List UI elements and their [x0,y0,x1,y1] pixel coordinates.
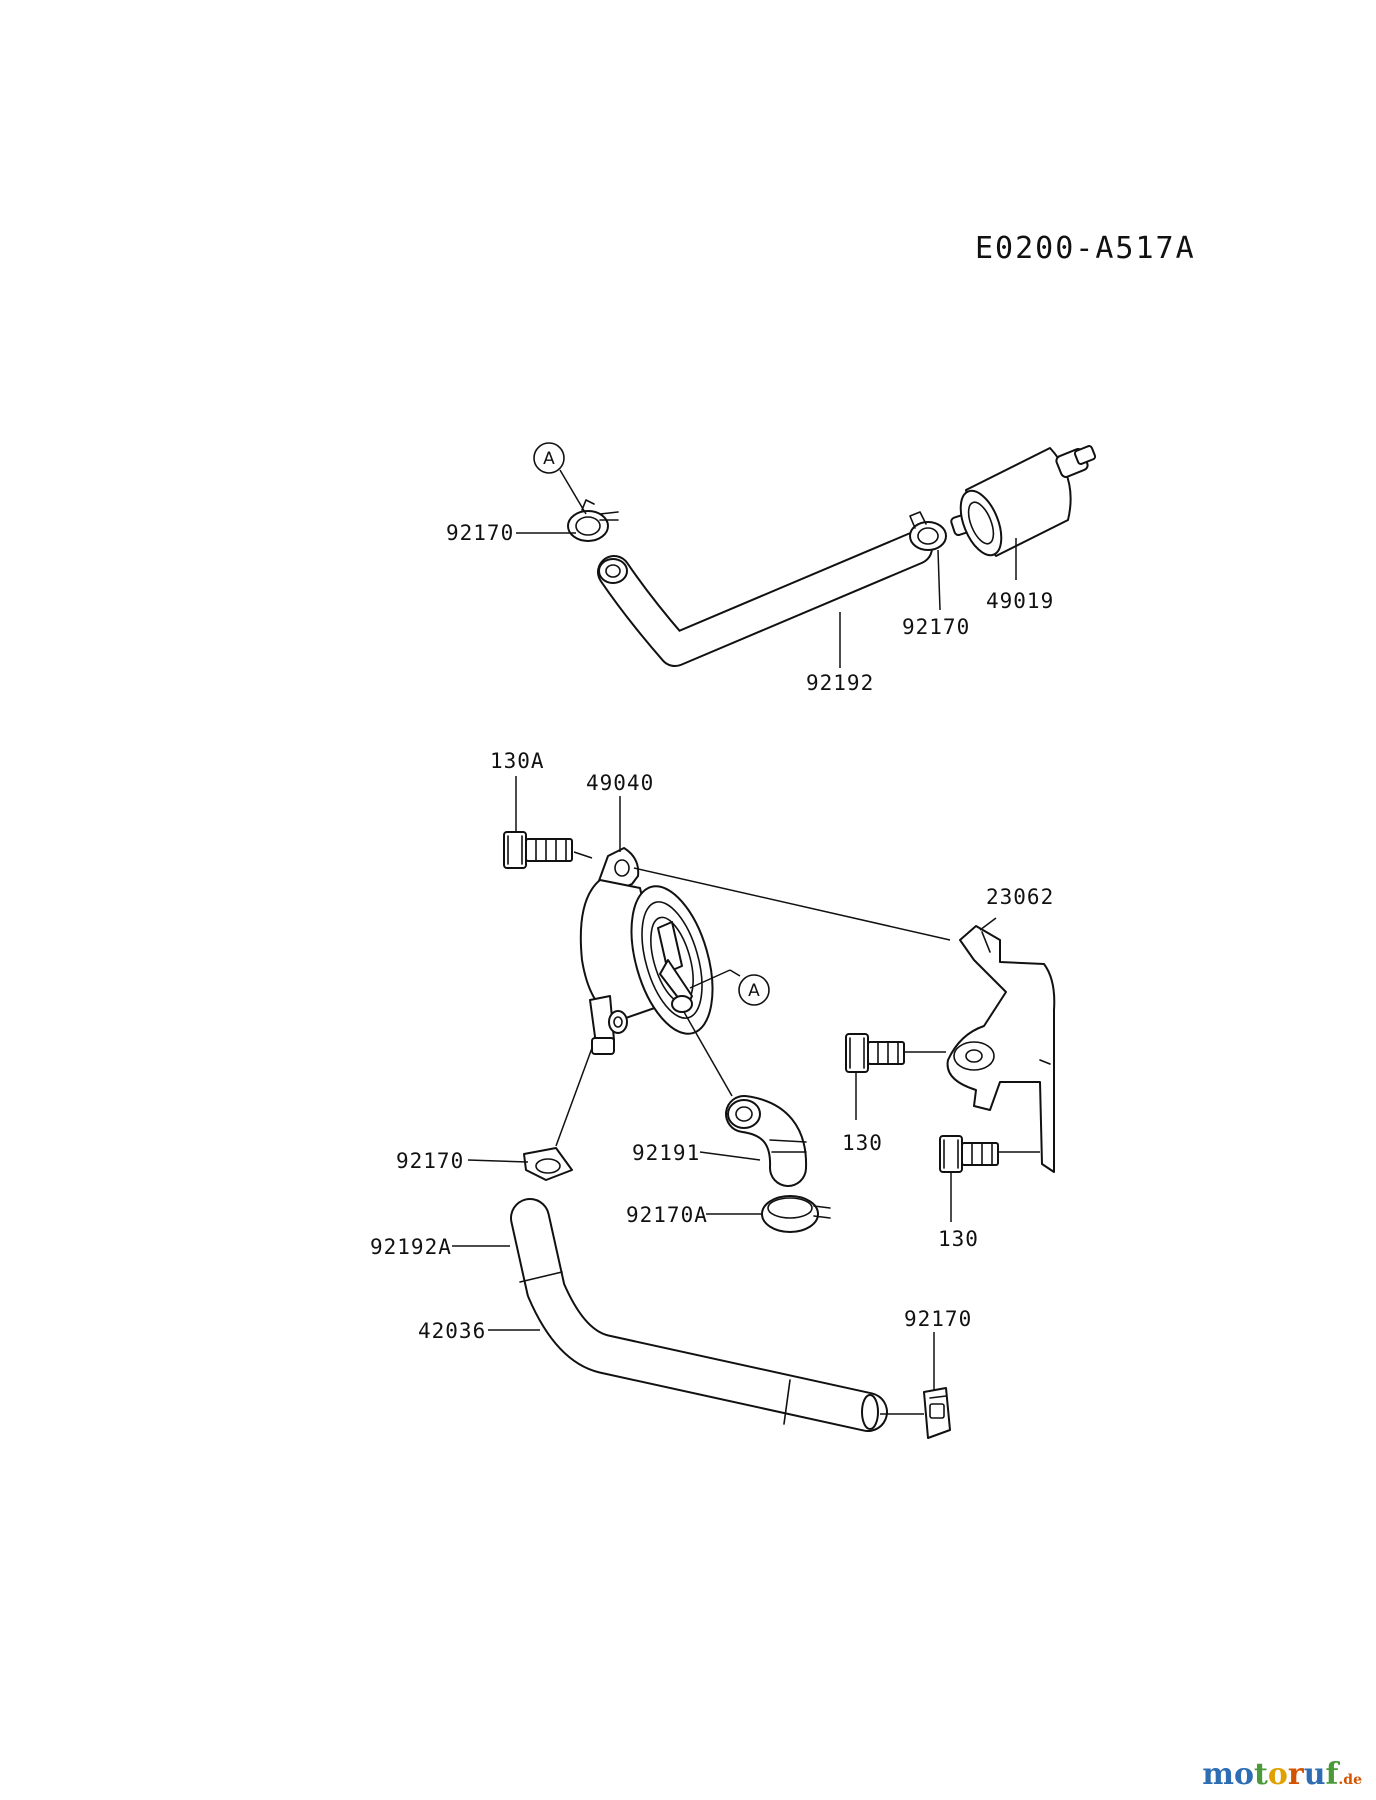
label-bracket: 23062 [986,885,1054,909]
hose-clamp-92170A [761,1195,831,1233]
label-clamp-bottom-right: 92170 [904,1307,972,1331]
hose-clamp-top-left [567,499,619,542]
fuel-hose-92192 [597,531,933,667]
mounting-bracket [946,925,1056,1173]
reference-marker-a-top-label: A [543,449,555,469]
label-elbow-hose: 92191 [632,1141,700,1165]
label-hose-92192A: 92192A [370,1235,452,1259]
bolt-130-lower [939,1135,999,1173]
label-hose-42036: 42036 [418,1319,486,1343]
label-fuel-filter: 49019 [986,589,1054,613]
fuel-filter [950,445,1097,557]
bolt-130-upper [845,1033,905,1073]
elbow-hose-92191 [725,1095,808,1187]
fuel-hose-42036 [510,1198,888,1432]
bolt-130A [503,831,573,869]
label-clamp-top-left: 92170 [446,521,514,545]
reference-marker-a-pump: A [738,974,770,1006]
label-clamp-pump-outlet: 92170 [396,1149,464,1173]
label-bolt-130-upper: 130 [842,1131,883,1155]
label-clamp-top-mid: 92170 [902,615,970,639]
part-number-labels: 92170 92170 49019 92192 130A 49040 23062… [370,521,1054,1343]
fuel-pump [579,847,714,1055]
label-bolt-130-lower: 130 [938,1227,979,1251]
hose-clamp-top-mid [909,511,947,551]
watermark-text: motoruf [1202,1757,1339,1792]
watermark-logo: motoruf.de [1202,1757,1362,1792]
label-fuel-pump: 49040 [586,771,654,795]
hose-clamp-pump-outlet [523,1147,573,1181]
reference-marker-a-top: A [533,442,565,474]
label-bolt-130A: 130A [490,749,545,773]
diagram-code: E0200-A517A [975,231,1196,266]
leader-lines [452,469,1040,1415]
hose-clamp-bottom-right [923,1387,951,1439]
label-hose-top: 92192 [806,671,874,695]
label-clamp-92170A: 92170A [626,1203,708,1227]
watermark-tld: .de [1338,1772,1362,1788]
reference-marker-a-pump-label: A [748,981,760,1001]
